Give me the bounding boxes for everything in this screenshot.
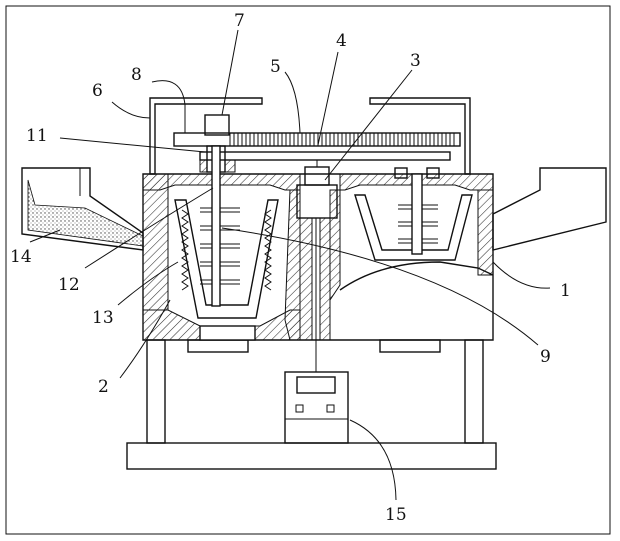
left-support-pad — [187, 339, 249, 353]
label-4: 4 — [336, 31, 347, 51]
label-6: 6 — [92, 81, 103, 101]
feed-hopper — [21, 167, 144, 251]
left-screen-cone — [174, 199, 279, 319]
control-button-right — [326, 404, 335, 413]
right-support-pad — [379, 339, 441, 353]
right-shaft-bearing — [394, 167, 440, 179]
left-shaft — [199, 145, 236, 307]
label-11: 11 — [26, 126, 48, 146]
control-box — [284, 371, 349, 444]
label-9: 9 — [540, 347, 551, 367]
label-3: 3 — [410, 51, 421, 71]
gear-teeth — [229, 133, 455, 146]
center-motor — [296, 160, 338, 219]
leader-lines — [29, 29, 551, 501]
right-screen-cone — [354, 173, 473, 261]
drawing-border — [5, 5, 611, 535]
label-12: 12 — [58, 275, 80, 295]
control-button-left — [295, 404, 304, 413]
control-display — [296, 376, 336, 394]
support-plate — [199, 151, 451, 161]
label-2: 2 — [98, 377, 109, 397]
label-7: 7 — [234, 11, 245, 31]
label-13: 13 — [92, 308, 114, 328]
discharge-chute — [492, 167, 607, 251]
label-5: 5 — [270, 57, 281, 77]
label-1: 1 — [560, 281, 571, 301]
legs — [146, 339, 484, 444]
part-labels: 1 2 3 4 5 6 7 8 9 11 12 13 14 15 — [10, 11, 571, 525]
label-15: 15 — [385, 505, 407, 525]
bottom-outlet — [199, 325, 256, 341]
label-8: 8 — [131, 65, 142, 85]
label-14: 14 — [10, 247, 32, 267]
gear-plate — [173, 132, 461, 147]
top-frame — [149, 97, 471, 175]
base-plate — [126, 442, 497, 470]
top-motor — [204, 114, 230, 136]
